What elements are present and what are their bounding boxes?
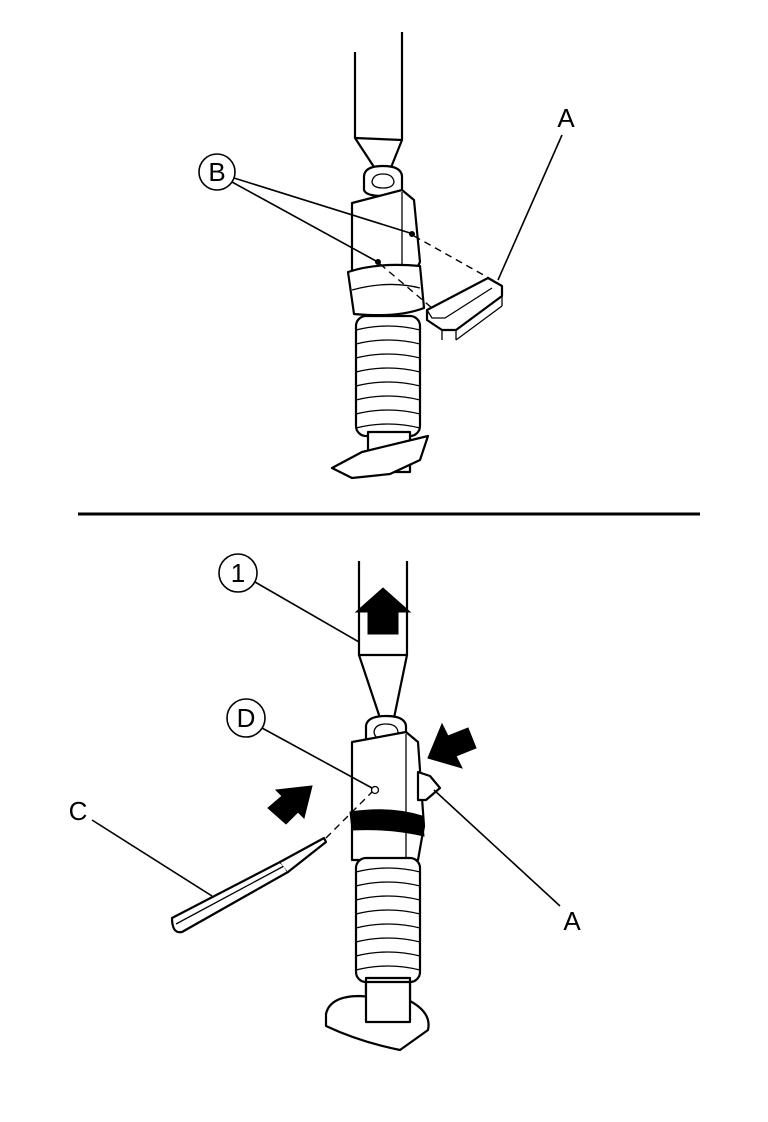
callout-b: B [198, 153, 411, 262]
release-tool [170, 836, 328, 934]
callout-a-bottom-label: A [563, 906, 581, 936]
callout-c-label: C [69, 796, 88, 826]
retaining-clip-top [425, 276, 504, 341]
hole-lower-top [375, 259, 381, 265]
hole-d [370, 785, 380, 795]
callout-d-label: D [237, 703, 256, 733]
retaining-clip-bottom [416, 770, 442, 802]
pull-up-arrow [354, 587, 412, 635]
callout-b-label: B [208, 157, 225, 187]
tool-direction-arrow [267, 785, 313, 825]
callout-a-bottom: A [433, 789, 581, 936]
callout-c: C [69, 796, 213, 897]
bottom-figure: 1 D C A [69, 553, 581, 1052]
callout-1: 1 [218, 553, 360, 643]
callout-a-top: A [497, 103, 575, 281]
callout-1-label: 1 [231, 558, 245, 588]
callout-d: D [226, 698, 373, 789]
clip-path-line-1 [413, 235, 497, 283]
push-in-arrow-right [427, 722, 477, 769]
tool-path-line [325, 791, 373, 839]
webbing-strap-top [353, 32, 404, 198]
callout-a-top-label: A [557, 103, 575, 133]
buckle-body-bottom [324, 730, 430, 1052]
top-figure: B A [198, 32, 575, 480]
bellows-boot-top [354, 314, 422, 438]
buckle-body-top [330, 188, 430, 480]
hole-upper-top [409, 231, 415, 237]
bellows-boot-bottom [354, 856, 422, 984]
